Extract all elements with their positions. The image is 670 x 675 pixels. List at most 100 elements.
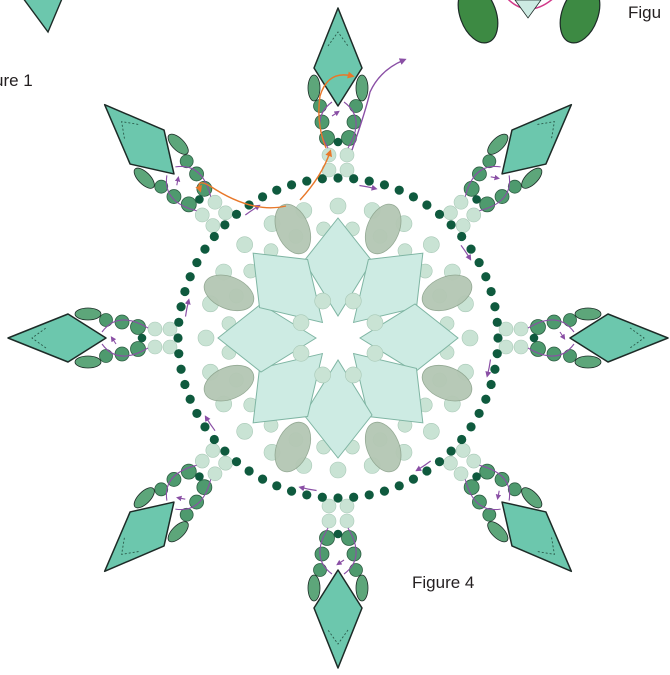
dark-seed-bead [395, 186, 404, 195]
dark-seed-bead [490, 302, 499, 311]
figure-2-partial [451, 0, 607, 48]
tip-diamond-bead [8, 314, 106, 362]
dark-seed-bead [447, 220, 456, 229]
central-rosette [198, 198, 478, 478]
thread-arrow [301, 487, 317, 490]
dark-seed-bead [487, 287, 496, 296]
dark-seed-bead [302, 176, 311, 185]
dark-seed-bead [481, 395, 490, 404]
pale-bead [198, 330, 214, 346]
dark-seed-bead [176, 302, 185, 311]
snowflake-arm [83, 83, 245, 245]
dark-seed-bead [287, 487, 296, 496]
dark-seed-bead [435, 457, 444, 466]
pale-bead [237, 423, 253, 439]
dark-seed-bead [220, 220, 229, 229]
pale-bead [237, 237, 253, 253]
figure-1-diamond-partial [20, 0, 64, 32]
dark-seed-bead [232, 457, 241, 466]
dark-seed-bead [210, 435, 219, 444]
dark-seed-bead [287, 180, 296, 189]
pale-bead [367, 315, 383, 331]
figure-1-label: ure 1 [0, 71, 33, 90]
snowflake-arm [83, 431, 245, 593]
tip-diamond-bead [570, 314, 668, 362]
dark-seed-bead [457, 435, 466, 444]
dark-seed-bead [176, 365, 185, 374]
dark-seed-bead [447, 447, 456, 456]
dark-seed-bead [192, 409, 201, 418]
thread-arrow [487, 359, 490, 375]
dark-seed-bead [258, 192, 267, 201]
pale-bead [293, 315, 309, 331]
dark-seed-bead [380, 487, 389, 496]
snowflake-arm [431, 431, 593, 593]
snowflake-arm [8, 308, 177, 368]
dark-seed-bead [475, 409, 484, 418]
dark-seed-bead [365, 490, 374, 499]
thread-arrow [185, 301, 188, 317]
dark-seed-bead [409, 475, 418, 484]
dark-seed-bead [487, 380, 496, 389]
snowflake-arm [308, 499, 368, 668]
snowflake-arm [499, 308, 668, 368]
pale-bead [330, 198, 346, 214]
dark-seed-bead [232, 210, 241, 219]
dark-seed-bead [200, 422, 209, 431]
pale-bead [345, 367, 361, 383]
snowflake-arm [431, 83, 593, 245]
pale-bead [423, 237, 439, 253]
dark-seed-bead [409, 192, 418, 201]
dark-seed-bead [493, 318, 502, 327]
dark-seed-bead [180, 287, 189, 296]
dark-seed-bead [186, 395, 195, 404]
dark-seed-bead [466, 422, 475, 431]
center-hole [320, 320, 356, 356]
dark-seed-bead [435, 210, 444, 219]
dark-seed-bead [365, 176, 374, 185]
dark-seed-bead [349, 493, 358, 502]
dark-seed-bead [475, 258, 484, 267]
dark-seed-bead [490, 365, 499, 374]
dark-seed-bead [272, 481, 281, 490]
pale-bead [345, 293, 361, 309]
dark-seed-bead [220, 447, 229, 456]
dark-seed-bead [457, 232, 466, 241]
dark-seed-bead [192, 258, 201, 267]
pale-bead [293, 345, 309, 361]
thread-arrow [359, 185, 375, 188]
dark-seed-bead [258, 475, 267, 484]
dark-seed-bead [210, 232, 219, 241]
dark-seed-bead [466, 245, 475, 254]
dark-seed-bead [186, 272, 195, 281]
pale-bead [462, 330, 478, 346]
figure-2-label: Figu [628, 3, 661, 22]
figure-4-label: Figure 4 [412, 573, 474, 592]
dark-seed-bead [174, 349, 183, 358]
dark-seed-bead [395, 481, 404, 490]
dark-seed-bead [493, 349, 502, 358]
dark-seed-bead [318, 493, 327, 502]
dark-seed-bead [180, 380, 189, 389]
dark-seed-bead [174, 318, 183, 327]
dark-seed-bead [333, 173, 342, 182]
dark-seed-bead [493, 333, 502, 342]
dark-seed-bead [481, 272, 490, 281]
pale-bead [330, 462, 346, 478]
dark-seed-bead [173, 333, 182, 342]
pale-bead [423, 423, 439, 439]
pale-bead [315, 293, 331, 309]
dark-seed-bead [200, 245, 209, 254]
dark-seed-bead [422, 466, 431, 475]
dark-seed-bead [380, 180, 389, 189]
pale-bead [315, 367, 331, 383]
tip-diamond-bead [314, 570, 362, 668]
dark-seed-bead [272, 186, 281, 195]
dark-seed-bead [349, 174, 358, 183]
snowflake-arm [308, 8, 368, 177]
dark-seed-bead [245, 466, 254, 475]
dark-seed-bead [333, 493, 342, 502]
pale-bead [367, 345, 383, 361]
dark-seed-bead [422, 200, 431, 209]
